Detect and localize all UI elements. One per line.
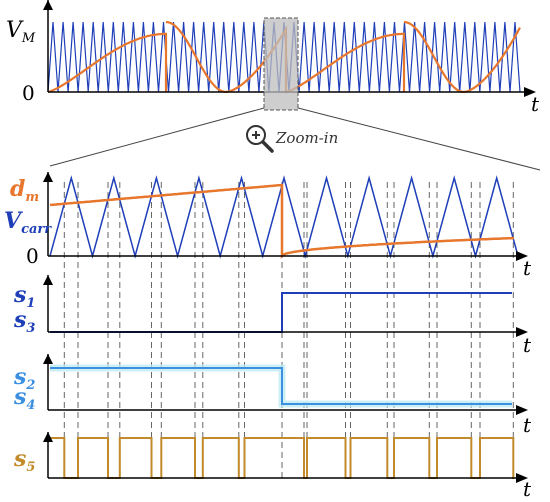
dm-label: dm xyxy=(10,176,39,205)
s2-label: s2 xyxy=(13,364,35,393)
s13-t-label: t xyxy=(523,333,532,357)
zoom-in-label: Zoom-in xyxy=(275,129,338,147)
top-x-axis-arrow-icon xyxy=(524,87,536,97)
s1-s3-gate-panel: s1 s3 t xyxy=(13,275,532,357)
s2-s4-gate-panel: s2 s4 t xyxy=(13,354,532,437)
s24-x-axis-arrow-icon xyxy=(516,405,528,415)
zoom-region-box xyxy=(263,17,299,111)
s2-s4-gate-signal xyxy=(50,367,512,405)
zoom-y-axis-arrow-icon xyxy=(43,172,53,182)
s13-x-axis-arrow-icon xyxy=(516,327,528,337)
zoom-t-label: t xyxy=(523,256,532,280)
top-zero-label: 0 xyxy=(22,81,35,105)
zoom-connector-right xyxy=(297,107,541,171)
top-y-axis-arrow-icon xyxy=(43,0,53,10)
zoom-x-axis-arrow-icon xyxy=(516,251,528,261)
s24-t-label: t xyxy=(523,413,532,437)
zoomed-carrier-panel: dm Vcarr 0 t xyxy=(4,172,532,280)
zoom-in-magnifier-icon xyxy=(246,125,274,153)
s5-y-axis-arrow-icon xyxy=(43,432,53,442)
zoom-connector-lines xyxy=(49,107,541,171)
s5-label: s5 xyxy=(13,446,35,475)
s13-y-axis-arrow-icon xyxy=(43,275,53,285)
zoomed-carrier-triangle-wave xyxy=(49,175,519,259)
switching-instant-guides xyxy=(63,182,514,478)
zoom-connector-left xyxy=(49,107,265,167)
zoom-zero-label: 0 xyxy=(26,244,39,268)
zoomed-modulation-waveform xyxy=(49,183,515,259)
vcarr-label: Vcarr xyxy=(4,208,52,237)
s5-t-label: t xyxy=(523,477,532,501)
s5-gate-signal xyxy=(50,437,515,479)
s1-label: s1 xyxy=(13,282,35,311)
top-overview-panel: VM 0 t xyxy=(6,0,540,116)
s4-label: s4 xyxy=(13,384,35,413)
s5-gate-panel: s5 t xyxy=(13,432,532,501)
s3-label: s3 xyxy=(13,307,35,336)
s24-y-axis-arrow-icon xyxy=(43,354,53,364)
top-vm-label: VM xyxy=(6,18,36,46)
top-t-label: t xyxy=(531,92,540,116)
s5-x-axis-arrow-icon xyxy=(516,473,528,483)
